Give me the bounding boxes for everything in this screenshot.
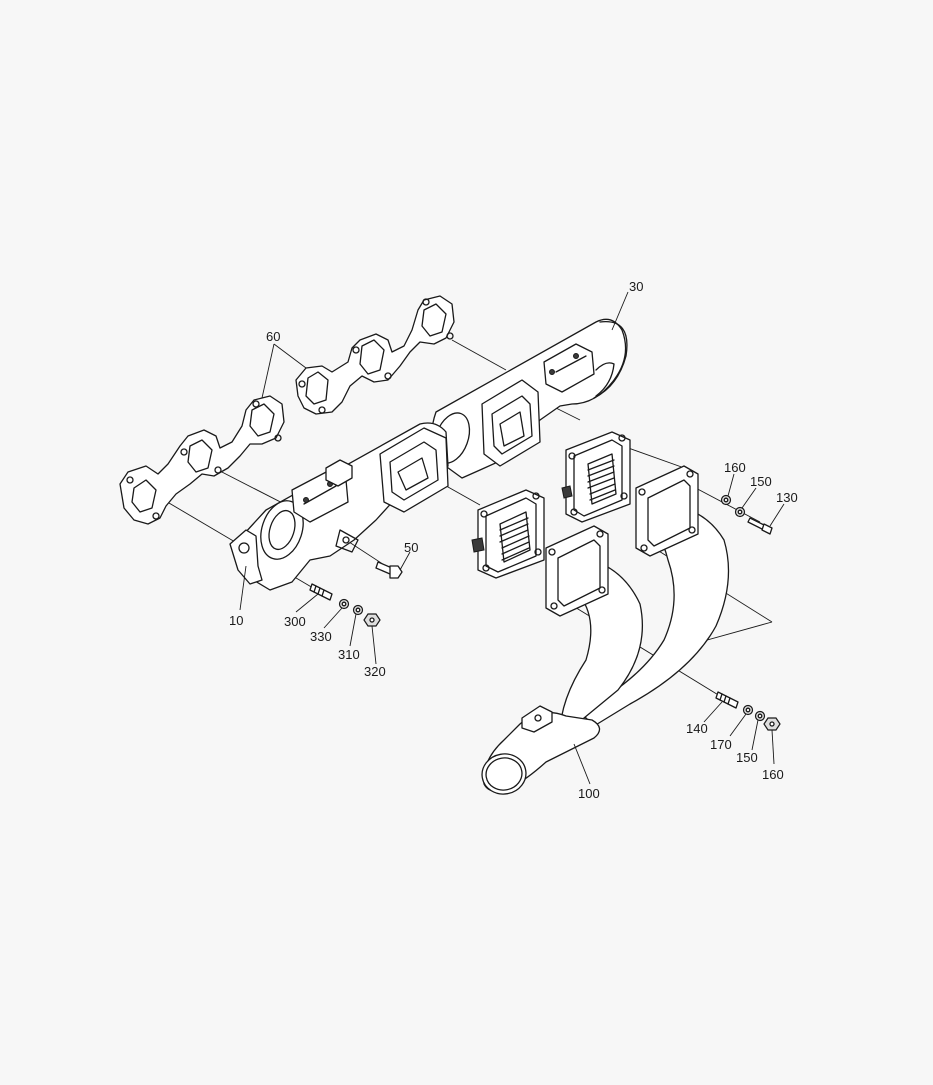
- callout-130: 130: [776, 490, 798, 505]
- callout-140: 140: [686, 721, 708, 736]
- callout-leaders: [239, 291, 785, 785]
- callout-320: 330: [310, 629, 332, 644]
- callout-100: 100: [578, 786, 600, 801]
- flange-plate-upper: [561, 431, 631, 523]
- hardware-lower-left: [309, 583, 381, 627]
- callout-150-upper: 150: [750, 474, 772, 489]
- callout-60: 60: [266, 329, 280, 344]
- callout-labels: 30 60 10 50 160 150 130 300 330 310 320 …: [229, 279, 798, 801]
- callout-50: 50: [404, 540, 418, 555]
- manifold-rear-section: [431, 318, 628, 479]
- callout-310: 310: [338, 647, 360, 662]
- gasket-upper: [295, 295, 455, 415]
- callout-170: 160: [762, 767, 784, 782]
- hardware-upper-right: [720, 494, 773, 535]
- bolt-50: [375, 561, 403, 579]
- callout-330: 320: [364, 664, 386, 679]
- callout-160-lower: 170: [710, 737, 732, 752]
- callout-10: 10: [229, 613, 243, 628]
- hardware-lower-right: [715, 691, 781, 731]
- callout-300: 300: [284, 614, 306, 629]
- callout-30: 30: [629, 279, 643, 294]
- callout-150-lower: 150: [736, 750, 758, 765]
- flange-plate-lower: [471, 489, 545, 579]
- manifold-front-section: [229, 422, 449, 591]
- gasket-lower: [119, 395, 285, 525]
- exhaust-pipe-100: [481, 465, 730, 795]
- callout-160-upper: 160: [724, 460, 746, 475]
